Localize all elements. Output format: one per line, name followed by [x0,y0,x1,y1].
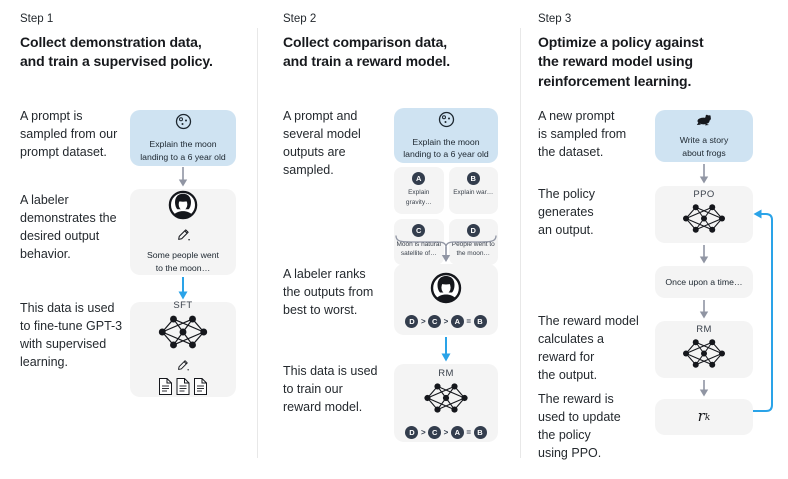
labeler-avatar-icon [168,190,198,225]
step3-caption-prompt: A new prompt is sampled from the dataset… [538,109,627,160]
rank-sep: > [443,427,449,437]
rank-badge-c: C [428,425,442,439]
rank-sep: > [420,427,426,437]
column-divider-2 [520,28,521,458]
feedback-arrow-icon [752,206,778,418]
rank-badge-a: A [450,425,464,439]
neural-network-icon [157,313,209,356]
pencil-icon [177,358,189,376]
down-arrow-blue-icon [177,277,189,300]
step1-sft-box: SFT [130,299,236,400]
step1-labeler-box: Some people went to the moon… [130,189,236,275]
column-divider-1 [257,28,258,458]
neural-network-icon [681,337,727,375]
reward-symbol: r [697,407,705,425]
brace-arrow-icon [394,235,498,263]
documents-icon [159,377,207,400]
output-text-a: Explain gravity… [405,189,432,206]
step1-label: Step 1 [20,13,54,25]
ranking-row: D > C > A = B [405,314,487,328]
ranking-row: D > C > A = B [405,425,487,439]
step3-prompt-box: Write a story about frogs [655,110,753,162]
output-a: A Explain gravity… [394,167,444,214]
step3-label: Step 3 [538,13,572,25]
output-b: B Explain war… [448,167,498,214]
step2-label: Step 2 [283,13,317,25]
pencil-icon [177,228,190,246]
step1-prompt-box: Explain the moon landing to a 6 year old [130,110,236,166]
ppo-model-label: PPO [693,189,715,200]
rank-badge-d: D [405,314,419,328]
step2-prompt-text: Explain the moon landing to a 6 year old [403,136,489,159]
step3-output-text: Once upon a time… [665,276,743,287]
output-text-b: Explain war… [453,189,494,196]
rank-badge-b: B [473,425,487,439]
sft-model-label: SFT [173,299,193,311]
step1-caption-finetune: This data is used to fine-tune GPT-3 wit… [20,301,123,370]
down-arrow-icon [698,300,710,319]
down-arrow-icon [698,380,710,397]
step2-caption-ranks: A labeler ranks the outputs from best to… [283,267,374,318]
neural-network-icon [681,202,727,240]
step1-caption-prompt: A prompt is sampled from our prompt data… [20,109,118,160]
step1-title: Collect demonstration data, and train a … [20,34,213,70]
step2-title: Collect comparison data, and train a rew… [283,34,451,70]
output-badge-b: B [466,172,480,185]
step2-outputs-grid: A Explain gravity… B Explain war… C Moon… [394,167,498,265]
rank-sep: > [443,316,449,326]
step3-caption-update: The reward is used to update the policy … [538,392,621,461]
output-badge-a: A [412,172,426,185]
step2-caption-sampled: A prompt and several model outputs are s… [283,109,361,178]
rm-model-label: RM [438,367,454,379]
output-badge-c: C [412,223,426,237]
labeler-avatar-icon [430,272,462,309]
rank-badge-c: C [428,314,442,328]
rank-badge-d: D [405,425,419,439]
output-badge-d: D [466,223,480,237]
rank-badge-b: B [473,314,487,328]
rank-badge-a: A [450,314,464,328]
step2-prompt-box: Explain the moon landing to a 6 year old [394,108,498,163]
output-text-c: Moon is natural satellite of… [396,240,441,258]
down-arrow-blue-icon [440,337,452,362]
step2-rm-box: RM D > C > A = B [394,364,498,442]
step1-caption-labeler: A labeler demonstrates the desired outpu… [20,193,117,262]
moon-icon [438,111,455,133]
step2-labeler-box: D > C > A = B [394,264,498,335]
step3-caption-reward: The reward model calculates a reward for… [538,314,639,383]
neural-network-icon [422,381,470,420]
down-arrow-icon [698,164,710,184]
rank-sep: = [466,316,471,326]
step1-prompt-text: Explain the moon landing to a 6 year old [140,139,226,162]
down-arrow-icon [177,167,189,187]
step3-rm-box: RM [655,321,753,378]
step3-caption-policy: The policy generates an output. [538,187,595,238]
rm-model-label: RM [696,324,712,335]
step1-demonstration-text: Some people went to the moon… [147,250,219,273]
output-text-d: People went to the moon… [451,240,495,258]
step3-output-box: Once upon a time… [655,266,753,298]
rank-sep: = [466,427,471,437]
moon-icon [175,113,192,135]
rank-sep: > [420,316,426,326]
step3-ppo-box: PPO [655,186,753,243]
step2-caption-train: This data is used to train our reward mo… [283,364,378,415]
step3-prompt-text: Write a story about frogs [679,135,729,158]
frog-icon [696,113,712,131]
down-arrow-icon [698,245,710,264]
step3-title: Optimize a policy against the reward mod… [538,34,704,89]
reward-subscript: k [704,413,711,423]
